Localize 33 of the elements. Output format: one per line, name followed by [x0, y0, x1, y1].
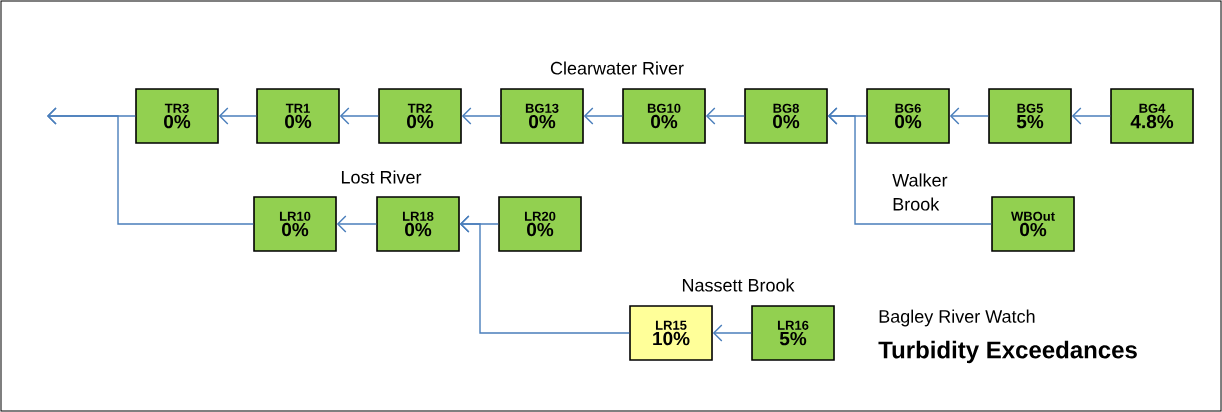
station-box: BG13 0% — [500, 88, 584, 144]
station-box: BG10 0% — [622, 88, 706, 144]
arrow — [461, 107, 501, 125]
arrow — [1071, 107, 1111, 125]
arrow — [949, 107, 989, 125]
arrow — [705, 107, 745, 125]
station-box: LR18 0% — [376, 196, 460, 252]
arrow — [712, 324, 752, 342]
arrow — [583, 107, 623, 125]
arrow — [459, 215, 630, 334]
arrow — [47, 107, 254, 225]
station-box: LR10 0% — [253, 196, 337, 252]
title: Turbidity Exceedances — [878, 340, 1137, 364]
station-box: BG8 0% — [744, 88, 828, 144]
river-label: Walker Brook — [892, 173, 948, 211]
station-box: TR2 0% — [378, 88, 462, 144]
river-label: Bagley River Watch — [879, 309, 1035, 327]
station-box: TR3 0% — [135, 88, 219, 144]
station-box: LR16 5% — [751, 305, 835, 361]
river-label: Lost River — [341, 170, 422, 184]
station-box: BG6 0% — [866, 88, 950, 144]
station-box: BG5 5% — [988, 88, 1072, 144]
arrow — [339, 107, 379, 125]
river-label: Clearwater River — [550, 61, 684, 75]
arrow — [218, 107, 257, 125]
station-box: LR20 0% — [498, 196, 582, 252]
arrow — [827, 107, 992, 225]
station-box: TR1 0% — [256, 88, 340, 144]
station-box: BG4 4.8% — [1110, 88, 1194, 144]
station-box: LR15 10% — [629, 305, 713, 361]
station-box: WBOut 0% — [991, 196, 1075, 252]
river-label: Nassett Brook — [682, 278, 795, 292]
arrow — [336, 215, 377, 233]
